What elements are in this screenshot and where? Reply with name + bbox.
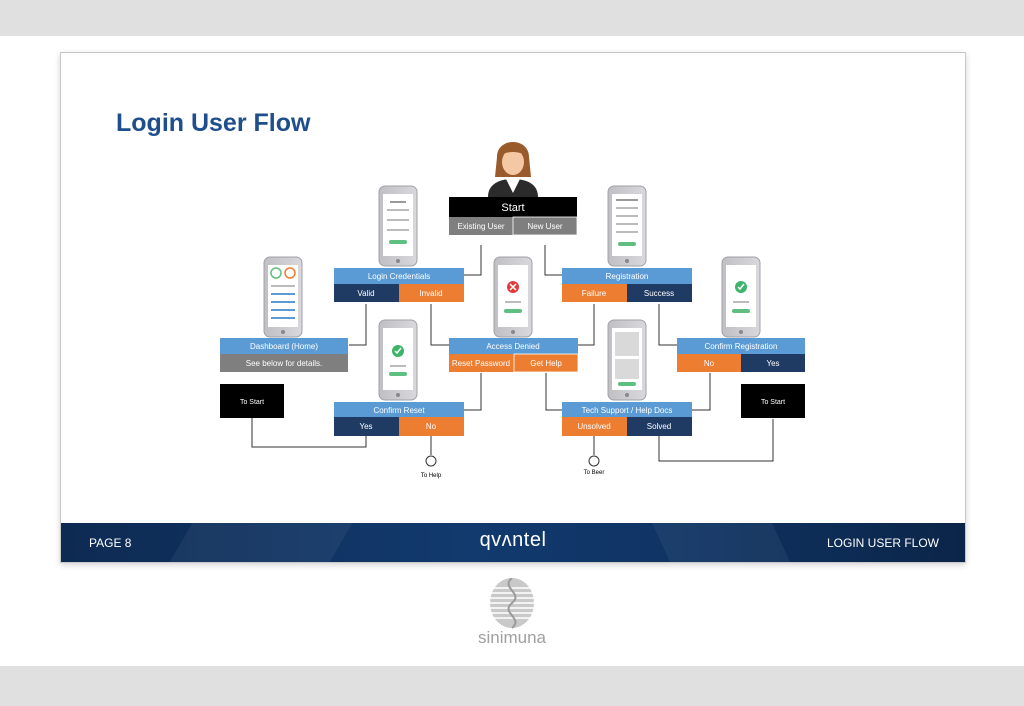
start-node: Start Existing User New User xyxy=(449,197,578,236)
brand-logo: qvʌntel xyxy=(479,529,547,551)
failure-option: Failure xyxy=(582,289,607,298)
phone-dashboard-screen xyxy=(263,256,303,338)
reset-yes-option: Yes xyxy=(359,422,372,431)
page-number: PAGE 8 xyxy=(89,536,132,550)
no-option: No xyxy=(704,359,715,368)
sinimuna-wordmark: sinimuna xyxy=(477,628,547,647)
user-avatar xyxy=(488,142,538,197)
to-help-label: To Help xyxy=(421,473,442,479)
dashboard-node: Dashboard (Home) See below for details. xyxy=(220,338,348,372)
section-title: LOGIN USER FLOW xyxy=(826,536,939,550)
slide: Login User Flow xyxy=(60,52,966,563)
slide-footer: PAGE 8 qvʌntel LOGIN USER FLOW xyxy=(61,523,965,562)
phone-registration-screen xyxy=(607,185,647,267)
access-denied-label: Access Denied xyxy=(486,342,539,351)
phone-confirm-reset-screen xyxy=(378,319,418,401)
dashboard-label: Dashboard (Home) xyxy=(250,342,318,351)
to-beer-label: To Beer xyxy=(584,470,605,476)
to-start-right-label: To Start xyxy=(761,399,785,406)
flow-diagram: Start Existing User New User Login Crede… xyxy=(220,142,805,479)
page-title: Login User Flow xyxy=(116,109,311,137)
top-band xyxy=(0,0,1024,36)
get-help-option: Get Help xyxy=(530,359,562,368)
registration-node: Registration Failure Success xyxy=(562,268,692,302)
to-start-right-node: To Start xyxy=(741,384,805,418)
dashboard-note: See below for details. xyxy=(246,359,323,368)
unsolved-option: Unsolved xyxy=(577,422,610,431)
start-label: Start xyxy=(501,202,524,214)
phone-login-screen xyxy=(378,185,418,267)
reset-no-option: No xyxy=(426,422,437,431)
confirm-reset-label: Confirm Reset xyxy=(373,406,425,415)
phone-help-docs-screen xyxy=(607,319,647,401)
bottom-band xyxy=(0,666,1024,706)
yes-option: Yes xyxy=(766,359,779,368)
invalid-option: Invalid xyxy=(419,289,442,298)
globe-icon xyxy=(490,577,534,629)
phone-access-denied-screen xyxy=(493,256,533,338)
existing-user-option: Existing User xyxy=(457,222,504,231)
solved-option: Solved xyxy=(647,422,671,431)
to-start-left-node: To Start xyxy=(220,384,284,418)
confirm-registration-label: Confirm Registration xyxy=(705,342,778,351)
to-beer-node xyxy=(588,455,600,467)
login-credentials-label: Login Credentials xyxy=(368,272,430,281)
confirm-reset-node: Confirm Reset Yes No xyxy=(334,402,464,436)
registration-label: Registration xyxy=(606,272,649,281)
to-start-left-label: To Start xyxy=(240,399,264,406)
reset-password-option: Reset Password xyxy=(452,359,510,368)
tech-support-label: Tech Support / Help Docs xyxy=(582,406,673,415)
valid-option: Valid xyxy=(357,289,374,298)
to-help-node xyxy=(425,455,437,467)
access-denied-node: Access Denied Reset Password Get Help xyxy=(449,338,579,373)
confirm-registration-node: Confirm Registration No Yes xyxy=(677,338,805,372)
connector-lines xyxy=(251,245,774,462)
success-option: Success xyxy=(644,289,674,298)
tech-support-node: Tech Support / Help Docs Unsolved Solved xyxy=(562,402,692,436)
new-user-option: New User xyxy=(527,222,562,231)
login-credentials-node: Login Credentials Valid Invalid xyxy=(334,268,464,302)
sinimuna-logo: sinimuna xyxy=(462,577,562,650)
phone-confirm-registration-screen xyxy=(721,256,761,338)
